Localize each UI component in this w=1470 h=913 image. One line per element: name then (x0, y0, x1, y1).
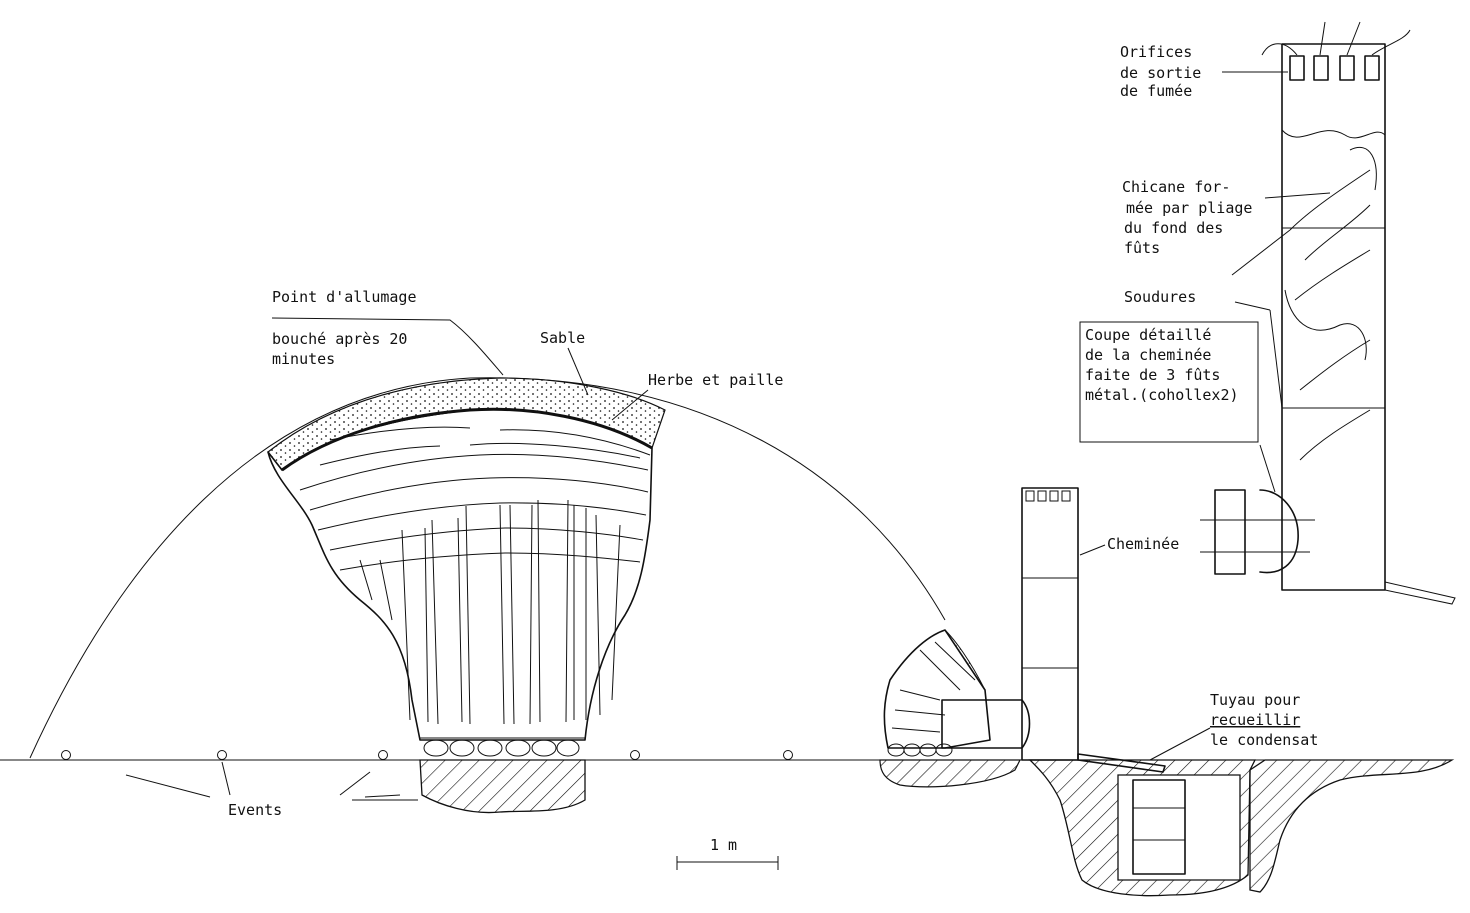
coupe-label-2: de la cheminée (1085, 346, 1211, 364)
tuyau-label-2: recueillir (1210, 711, 1300, 729)
detailed-chimney (1200, 21, 1456, 605)
sable-label: Sable (540, 329, 585, 347)
bouche-label-2: minutes (272, 350, 335, 368)
coupe-label-3: faite de 3 fûts (1085, 366, 1220, 384)
chicane-label-4: fûts (1124, 239, 1160, 257)
vent-holes (61, 750, 793, 760)
sable-leader (567, 347, 589, 396)
chicane-label-3: du fond des (1124, 219, 1223, 237)
coupe-label-1: Coupe détaillé (1085, 326, 1211, 344)
coupe-label-4: métal.(cohollex2) (1085, 386, 1239, 404)
chicane-label-1: Chicane for- (1122, 178, 1230, 196)
side-cutaway (879, 629, 1031, 788)
soudures-label: Soudures (1124, 288, 1196, 306)
events-leaders (125, 761, 418, 801)
orifices-label-1: Orifices (1120, 43, 1192, 61)
events-label: Events (228, 801, 282, 819)
bouche-label-1: bouché après 20 (272, 330, 407, 348)
tuyau-label-1: Tuyau pour (1210, 691, 1300, 709)
point-allumage-label: Point d'allumage (272, 288, 417, 306)
scale-label: 1 m (710, 836, 737, 854)
tuyau-label-3: le condensat (1210, 731, 1318, 749)
orifices-label-3: de fumée (1120, 82, 1192, 100)
herbe-label: Herbe et paille (648, 371, 783, 389)
cheminee-leader (1079, 544, 1106, 556)
kiln-mound-outline (29, 377, 946, 759)
allumage-leader (271, 317, 504, 376)
kiln-cutaway (267, 377, 666, 814)
small-chimney (1021, 487, 1079, 761)
coupe-box (1079, 321, 1259, 443)
orifices-label-2: de sortie (1120, 64, 1201, 82)
cheminee-label: Cheminée (1107, 535, 1179, 553)
chimney-leaders (1222, 71, 1331, 493)
scale-bar (676, 856, 779, 870)
condensate-pit (1028, 727, 1455, 897)
chicane-label-2: mée par pliage (1126, 199, 1252, 217)
herbe-leader (611, 389, 649, 421)
